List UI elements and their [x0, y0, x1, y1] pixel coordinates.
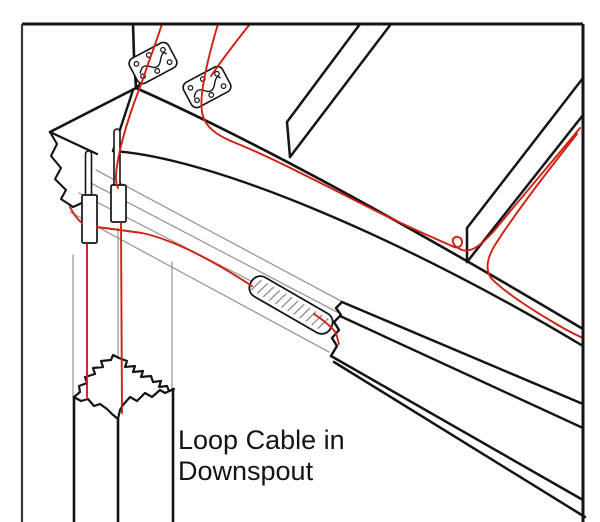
cable-strainer-exit	[313, 313, 340, 345]
cable-ridge-ascend	[210, 23, 251, 77]
caption-line-2: Downspout	[178, 456, 314, 486]
cable-downspout-drop-right	[120, 222, 123, 414]
gutter-front	[329, 300, 587, 519]
caption: Loop Cable in Downspout	[178, 425, 345, 486]
downspout	[72, 353, 176, 522]
cable-roof-descend-left	[114, 23, 163, 189]
rafter-right	[465, 76, 585, 264]
roof-structure	[111, 22, 585, 348]
roof-deck-eave-edge	[134, 86, 585, 331]
caption-line-1: Loop Cable in	[178, 425, 345, 455]
fascia-top-edge	[111, 149, 585, 348]
cable-rafter-loop-up	[451, 127, 581, 252]
heat-cable	[69, 23, 584, 414]
border-frame	[20, 22, 585, 522]
cable-gutter-run	[96, 226, 253, 287]
cable-corner-loop	[69, 206, 83, 224]
cable-clip-plate-2	[182, 65, 232, 109]
downspout-torn-opening	[72, 353, 176, 421]
cable-hanger-pin-right	[110, 128, 127, 223]
cable-roof-descend-right	[200, 23, 453, 247]
rafter-middle	[285, 22, 393, 159]
cable-hanger-pin-left	[81, 150, 98, 244]
gutter-break-edge	[329, 300, 344, 358]
cable-rafter-return-eave	[486, 133, 584, 339]
